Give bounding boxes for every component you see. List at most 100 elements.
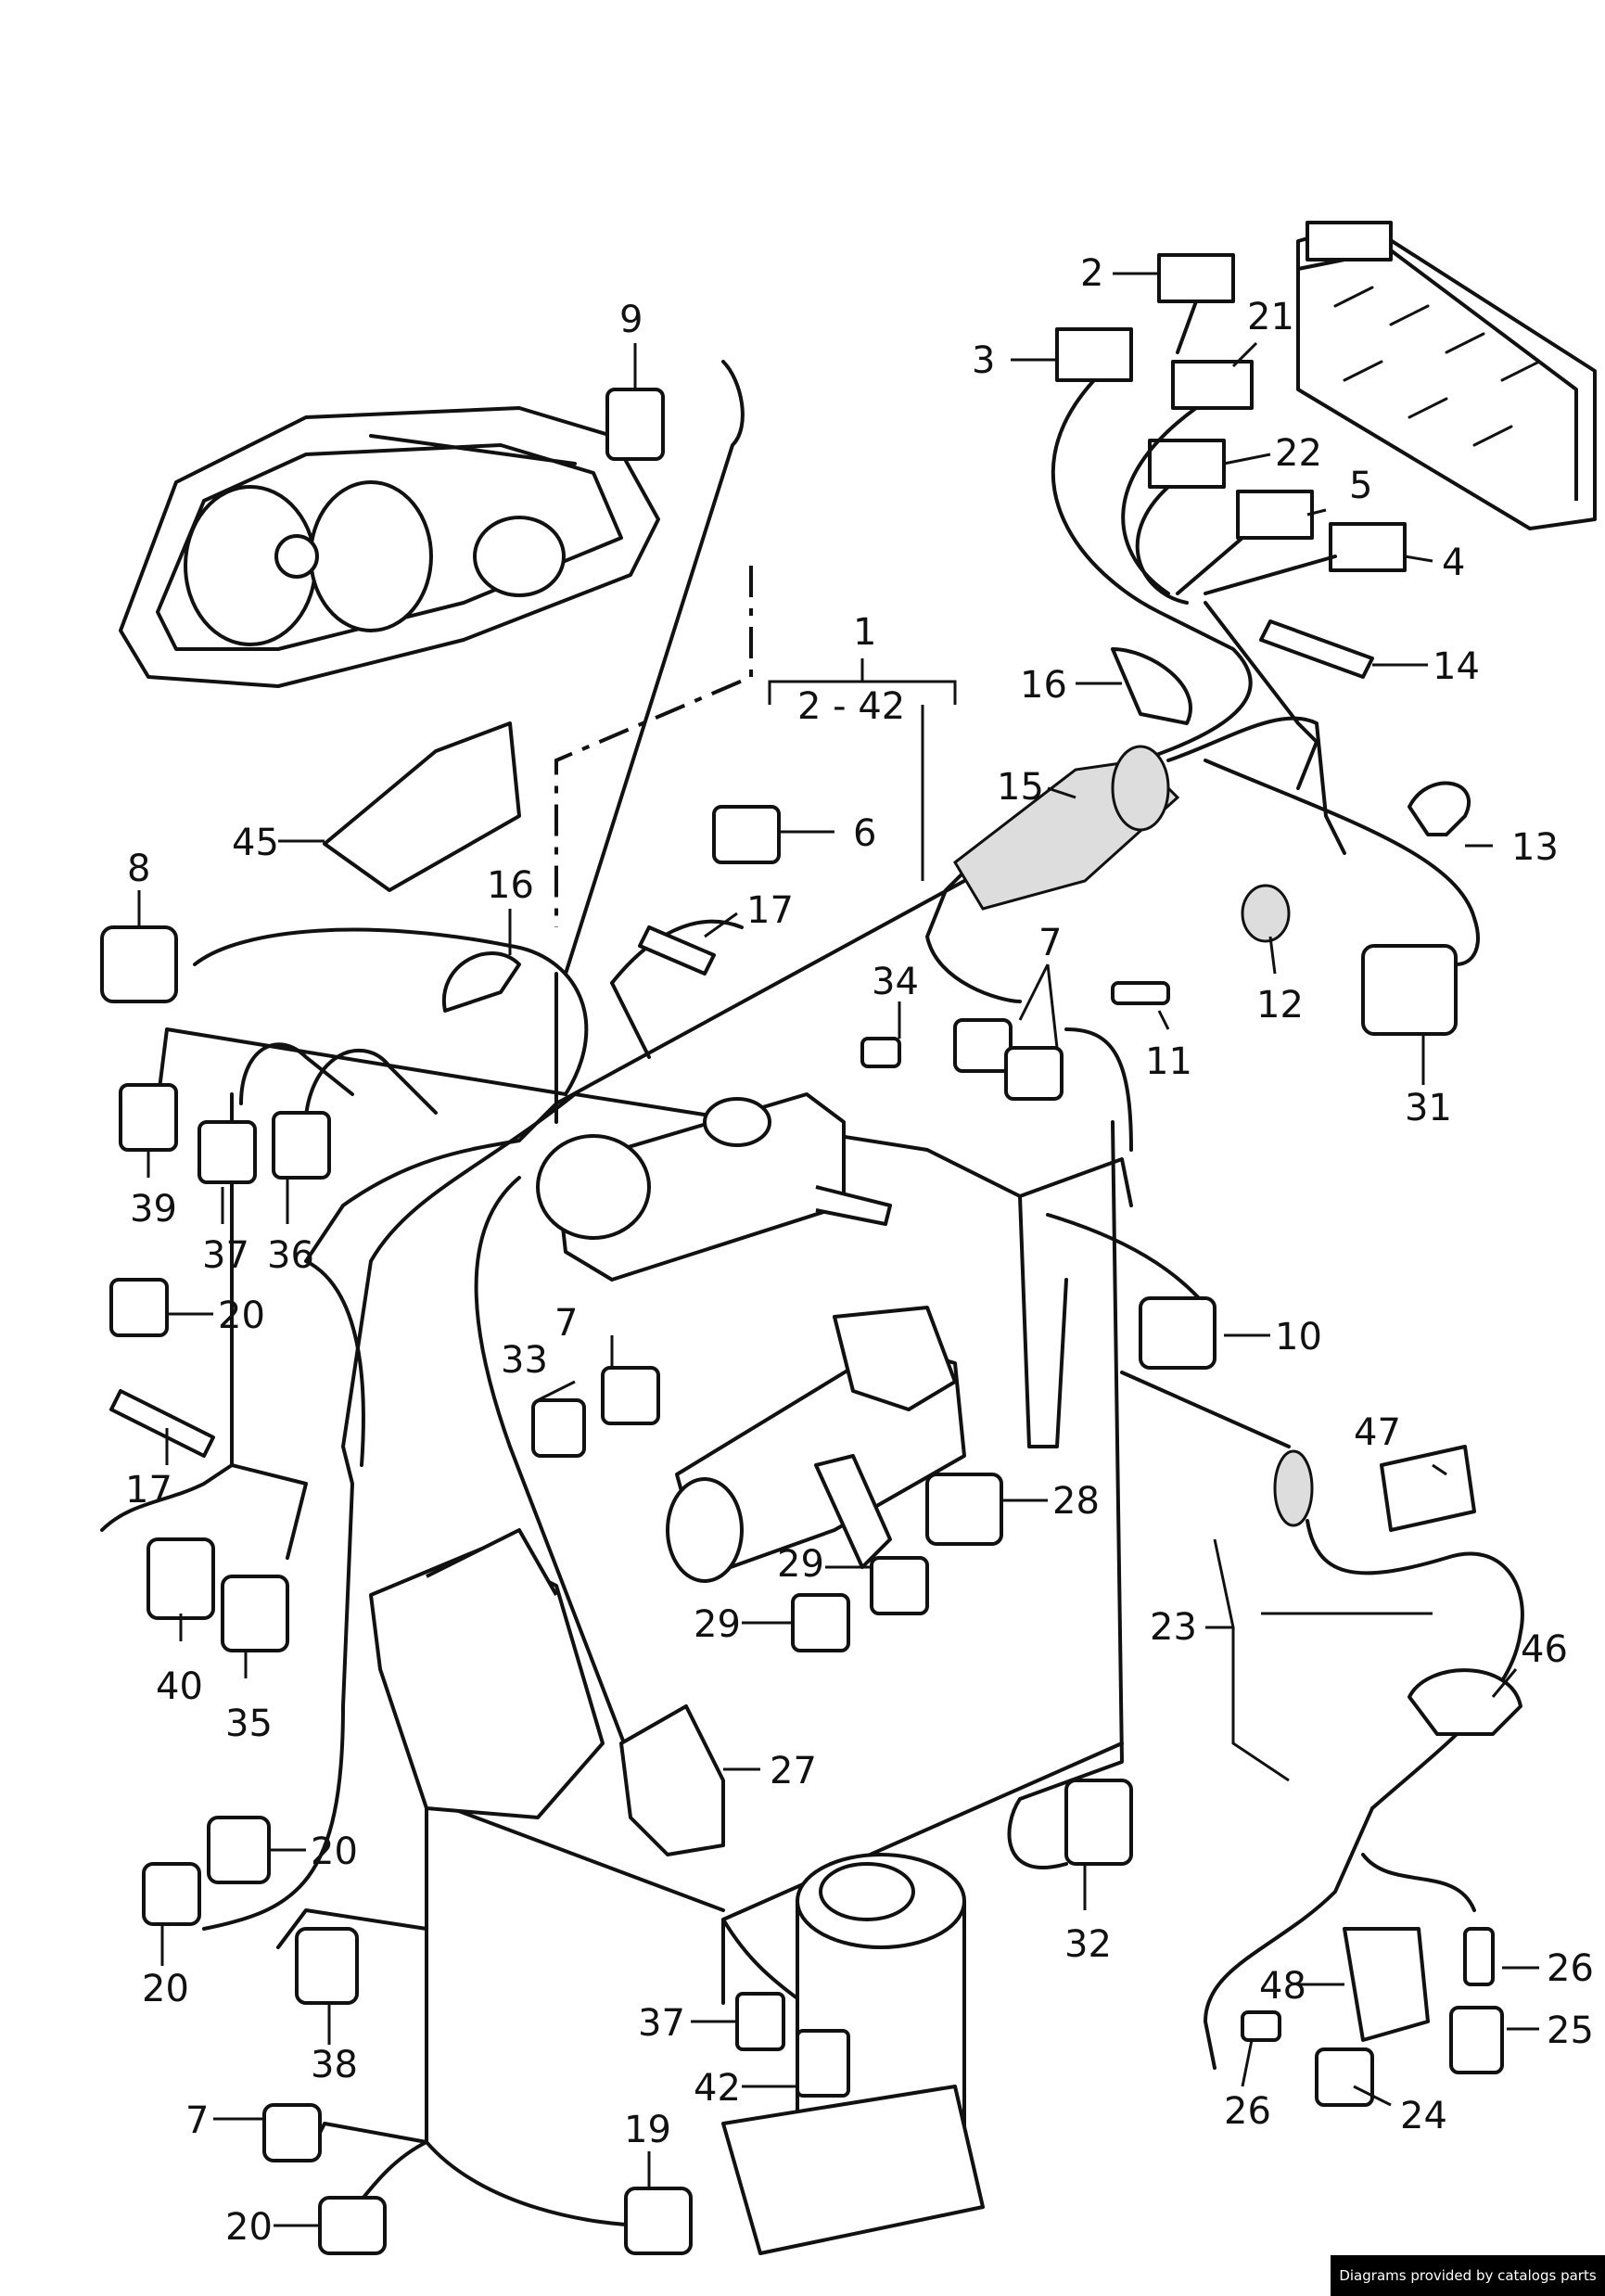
group-number: 1 [853, 611, 876, 654]
callout-47: 47 [1354, 1411, 1401, 1454]
connector-9 [605, 388, 665, 461]
tape-14 [1259, 619, 1374, 679]
group-label: 1 2 - 42 [797, 611, 905, 728]
group-range: 2 - 42 [797, 685, 905, 728]
bracket-45 [323, 721, 521, 892]
connector-27 [619, 1704, 725, 1856]
callout-14: 14 [1433, 645, 1480, 688]
callout-13: 13 [1511, 826, 1559, 869]
connector-4 [1329, 522, 1407, 572]
clamp-46 [1408, 1668, 1522, 1736]
connector-20-a [109, 1278, 169, 1337]
connector-29-b [791, 1593, 850, 1652]
footer-credit: Diagrams provided by catalogs parts [1331, 2255, 1605, 2296]
callout-7-c: 7 [185, 2099, 209, 2142]
connector-24 [1315, 2047, 1374, 2107]
connector-26-b [1241, 2010, 1281, 2042]
callout-16-b: 16 [487, 864, 534, 907]
connector-29-a [870, 1556, 929, 1615]
connector-25 [1449, 2006, 1504, 2074]
callout-26-b: 26 [1224, 2090, 1271, 2133]
connector-37 [197, 1120, 257, 1184]
bracket-48 [1343, 1927, 1430, 2042]
callout-33: 33 [501, 1339, 548, 1382]
connector-33 [531, 1398, 586, 1458]
tape-17-b [109, 1389, 215, 1458]
callout-12: 12 [1256, 984, 1304, 1027]
callout-35: 35 [225, 1703, 273, 1745]
grommet-15 [953, 745, 1180, 911]
callout-10: 10 [1275, 1316, 1322, 1358]
callout-48: 48 [1259, 1965, 1306, 2008]
callout-9: 9 [619, 299, 643, 341]
connection-dashed-line [554, 566, 753, 927]
callout-26-a: 26 [1547, 1947, 1594, 1990]
connector-8 [100, 925, 178, 1003]
tape-17-a [638, 925, 716, 976]
callout-21: 21 [1247, 296, 1294, 338]
connector-5 [1236, 490, 1314, 540]
callout-2: 2 [1080, 252, 1103, 295]
callout-11: 11 [1145, 1040, 1192, 1083]
callout-40: 40 [156, 1665, 203, 1708]
callout-28: 28 [1052, 1480, 1100, 1523]
fuse-relay-box [1296, 221, 1597, 530]
connector-21 [1171, 360, 1254, 410]
callout-5: 5 [1349, 465, 1372, 507]
callout-29-a: 29 [777, 1543, 824, 1586]
grommet-23 [1273, 1449, 1314, 1527]
callout-29-b: 29 [694, 1603, 741, 1646]
connector-35 [221, 1575, 289, 1652]
callout-37-a: 37 [202, 1234, 249, 1277]
callout-20-c: 20 [142, 1968, 189, 2010]
callout-37-b: 37 [638, 2002, 685, 2045]
callout-19: 19 [624, 2109, 671, 2151]
connector-20-b [207, 1816, 271, 1884]
callout-38: 38 [311, 2044, 358, 2086]
callout-25: 25 [1547, 2009, 1594, 2052]
callout-4: 4 [1442, 542, 1465, 584]
callout-3: 3 [972, 339, 995, 382]
connector-3 [1055, 327, 1133, 382]
washer-reservoir [721, 1853, 985, 2255]
bracket-47 [1380, 1445, 1476, 1532]
callout-31: 31 [1405, 1087, 1452, 1129]
connector-19 [624, 2187, 693, 2255]
clip-16-a [1111, 647, 1192, 725]
callout-17-b: 17 [125, 1469, 172, 1512]
leader-lines [137, 272, 1539, 2227]
callout-17-a: 17 [746, 889, 794, 932]
callout-24: 24 [1400, 2095, 1447, 2137]
master-cylinder [666, 1306, 966, 1583]
connector-38 [295, 1927, 359, 2005]
connector-34 [860, 1037, 901, 1068]
sensor-11 [1111, 981, 1170, 1005]
callout-8: 8 [127, 848, 150, 890]
connector-7-a [953, 1018, 1064, 1101]
connector-32 [1064, 1779, 1133, 1866]
connector-6 [712, 805, 781, 864]
headlight-assembly [119, 406, 660, 688]
callout-36: 36 [267, 1234, 314, 1277]
callout-23: 23 [1150, 1606, 1197, 1649]
callout-34: 34 [872, 961, 919, 1003]
callout-45: 45 [232, 822, 279, 864]
connector-20-c [142, 1862, 201, 1926]
callout-22: 22 [1275, 432, 1322, 475]
connector-7-b [601, 1366, 660, 1425]
callout-20-d: 20 [225, 2206, 273, 2249]
callout-16-a: 16 [1020, 664, 1067, 707]
connector-37-b [735, 1992, 785, 2051]
connector-42 [796, 2029, 850, 2098]
callout-39: 39 [130, 1188, 177, 1231]
callout-32: 32 [1064, 1923, 1112, 1966]
connector-10 [1139, 1296, 1216, 1370]
connector-2 [1157, 253, 1235, 303]
connector-7-c [262, 2103, 322, 2162]
connector-20-d [318, 2196, 387, 2255]
connector-26-a [1463, 1927, 1495, 1986]
abs-control-unit [369, 1528, 605, 1819]
grommet-12 [1241, 884, 1291, 943]
connector-28 [925, 1473, 1003, 1546]
